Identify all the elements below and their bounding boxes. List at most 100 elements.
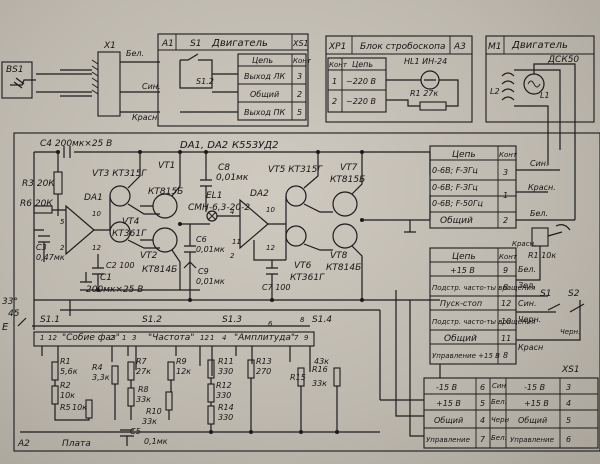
resistor-r11: [207, 359, 215, 379]
r7-val: 27к: [136, 367, 151, 376]
xs1-right: -15 В: [524, 383, 545, 392]
capacitor-c3: [34, 229, 50, 262]
switch-label-strip: [33, 331, 315, 347]
r13-val: 270: [256, 367, 271, 376]
opamp-da1: [65, 204, 95, 256]
xs1-left: +15 В: [436, 399, 461, 408]
resistor-r1-strobe: [419, 101, 447, 111]
c2-label: C2 100: [106, 261, 135, 270]
a1-frame: [157, 33, 309, 127]
dev-col-circuit: Цепь: [252, 56, 273, 65]
ctl-row-name: Подстр. часто-ты вращения: [432, 318, 535, 326]
da2-label: DA2: [250, 189, 269, 199]
out-row-name: Общий: [440, 216, 473, 226]
dev-row-pin: 5: [297, 108, 302, 117]
r11-val: 330: [218, 367, 233, 376]
vt7-type: КТ815Б: [330, 175, 365, 185]
control-wires: [516, 246, 581, 341]
xs1-connector-table: XS1 Син Бел. Черн Бел. -15 В 6 -15 В 3 +…: [380, 300, 599, 449]
r1-label: R1: [60, 357, 71, 366]
r16-label: R16: [312, 365, 328, 374]
c3-label: C3: [36, 243, 47, 252]
r10-val: 33к: [142, 417, 157, 426]
sw-pin: 12: [48, 334, 57, 342]
motor-title: Двигатель: [511, 40, 568, 51]
x1-label: X1: [103, 41, 116, 51]
deg45-label: 45: [8, 309, 20, 319]
junction-dots: [56, 150, 364, 434]
out-wire-sin: Син.: [530, 159, 549, 168]
out-row-name: 0-6В; F-ЗГц: [432, 183, 478, 192]
r1-val: 5,6к: [60, 367, 78, 376]
switch-drops: [41, 346, 311, 376]
output-connector-table: Цепь Конт 0-6В; F-ЗГц 3 0-6В; F-ЗГц 1 0-…: [429, 145, 576, 229]
ctl-wire-label: Бел.: [518, 265, 536, 274]
strobe-col-circuit: Цепь: [352, 60, 373, 69]
da2-wiring: [253, 223, 286, 261]
deg33-label: 33°: [2, 297, 18, 307]
sw1-label: "Собие фаз": [62, 333, 120, 343]
strobe-row-pin: 2: [332, 97, 337, 106]
s14-label: S1.4: [312, 315, 332, 325]
sw-pin: 2: [110, 334, 115, 342]
xs1-lpin: 6: [480, 383, 485, 392]
out-col-contact: Конт: [499, 151, 518, 159]
resistor-r8: [127, 387, 135, 407]
r5-val: 10к: [72, 403, 87, 412]
xs1-label: XS1: [561, 365, 580, 375]
strobe-col-contact: Конт: [329, 61, 348, 69]
resistor-r16: [333, 367, 341, 387]
ctl-row-name: +15 В: [450, 266, 475, 275]
dev-row-name: Выход ПК: [244, 108, 286, 117]
vt6-type: КТ361Г: [290, 273, 325, 283]
ctl-wire-label: Красн: [518, 343, 543, 352]
strobe-table: [327, 57, 387, 113]
switch-s1-contact: [179, 53, 213, 89]
strobe-block: XP1 Блок стробоскопа A3 Конт Цепь 1 ~220…: [325, 35, 473, 123]
sw3-label: "Амплитуда": [234, 333, 295, 343]
r14-label: R14: [218, 403, 234, 412]
resistor-r14: [207, 405, 215, 425]
bs1-label: BS1: [6, 65, 24, 75]
strobe-frame: [325, 35, 473, 123]
switch-resistor-section: 33° 45 E S1.1 S1.2 S1.3 S1.4 "Собие фаз"…: [2, 297, 380, 449]
r16-val: 43к: [314, 357, 329, 366]
c6-label: C6: [196, 235, 207, 244]
xs1-right: Общий: [518, 416, 547, 425]
ctl-chern-label: Черн.: [560, 328, 580, 336]
capacitor-c8: [200, 152, 212, 212]
dev-title: Двигатель: [211, 38, 268, 49]
el1-label: EL1: [206, 191, 222, 201]
r2-val: 10к: [60, 391, 75, 400]
c4-label: C4 200мк×25 В: [40, 139, 112, 149]
xs1-left: Управление: [426, 436, 470, 444]
out-row-pin: 3: [503, 168, 508, 177]
connector-x1: [97, 51, 121, 117]
resistor-r2: [51, 385, 59, 405]
pin-label: 12: [266, 244, 275, 252]
ctl-col-circuit: Цепь: [452, 252, 476, 262]
r11-label: R11: [218, 357, 234, 366]
out-wire-bel: Бел.: [530, 209, 548, 218]
resistor-r4: [111, 365, 119, 385]
xs1-wire-head: Бел.: [491, 434, 507, 442]
r3-wiring: [52, 152, 66, 216]
r12-val: 330: [216, 391, 231, 400]
a1-block: A1 S1 Двигатель XS1 S1.2 Цепь Конт Выход…: [157, 33, 312, 127]
da-type: К553УД2: [232, 140, 278, 151]
out-row-pin: 1: [503, 191, 508, 200]
vt8-label: VT8: [330, 251, 348, 261]
pot-r1-arrow: [547, 224, 571, 237]
sw-pin: 3: [132, 334, 136, 342]
sw-pin: 1: [122, 334, 126, 342]
opamp-da2: [239, 198, 269, 250]
r12-label: R12: [216, 381, 232, 390]
r9-label: R9: [176, 357, 187, 366]
vt8-type: КТ814Б: [326, 263, 361, 273]
c8-val: 0,01мк: [216, 173, 249, 183]
strobe-row-pin: 1: [332, 77, 337, 86]
r5-label: R5: [60, 403, 71, 412]
out-wire-krasn: Красн.: [528, 183, 556, 192]
s12-label: S1.2: [142, 315, 162, 325]
ctl-row-pin: 8: [503, 351, 508, 360]
